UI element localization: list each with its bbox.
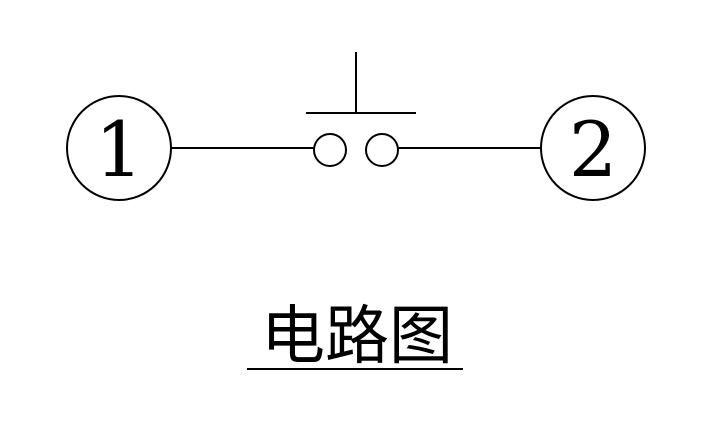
terminal-right-circle <box>540 95 646 201</box>
push-button-switch <box>306 52 416 167</box>
switch-contact-right <box>365 133 399 167</box>
terminal-left-label: 1 <box>95 105 143 194</box>
terminal-right: 2 <box>540 95 646 201</box>
terminal-left: 1 <box>66 95 172 201</box>
switch-contact-left <box>313 133 347 167</box>
terminal-right-label: 2 <box>569 105 617 194</box>
diagram-caption: 电路图 <box>261 300 453 374</box>
